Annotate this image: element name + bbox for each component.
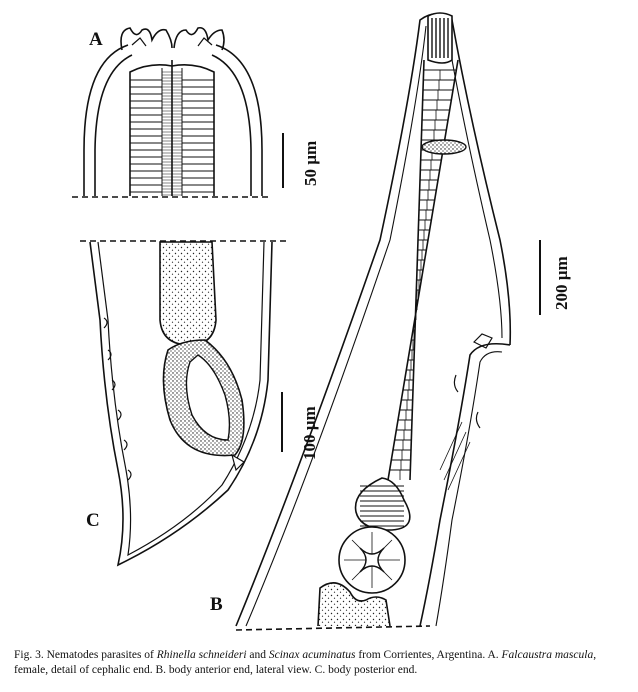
panel-b-cut-line bbox=[235, 625, 431, 631]
caption-text-4: , female, detail of cephalic end. B. bod… bbox=[14, 649, 597, 676]
panel-b-esophagus-head-stripes bbox=[431, 18, 449, 58]
caption-text-2: and bbox=[246, 649, 269, 661]
panel-b-nerve-ring bbox=[421, 139, 467, 155]
panel-c-drawing bbox=[80, 240, 288, 567]
panel-a-drawing bbox=[83, 26, 263, 196]
caption-text-3: from Corrientes, Argentina. A. bbox=[355, 649, 502, 661]
caption-species-3: Falcaustra mascula bbox=[501, 649, 594, 661]
panel-b-bulb-rings bbox=[360, 485, 404, 527]
panel-a-esophagus-rings bbox=[130, 71, 214, 196]
panel-label-b: B bbox=[210, 594, 223, 615]
panel-label-c: C bbox=[86, 510, 100, 531]
scale-label-a: 50 µm bbox=[301, 140, 320, 186]
caption-species-2: Scinax acuminatus bbox=[268, 649, 356, 661]
panel-label-a: A bbox=[89, 29, 103, 50]
panel-b-esophagus-rings bbox=[389, 69, 457, 480]
scale-label-c: 100 µm bbox=[300, 406, 319, 460]
panel-b-bulb bbox=[317, 477, 411, 627]
scale-label-b: 200 µm bbox=[552, 256, 571, 310]
caption-species-1: Rhinella schneideri bbox=[156, 649, 247, 661]
figure-caption: Fig. 3. Nematodes parasites of Rhinella … bbox=[14, 648, 624, 678]
caption-text-1: Fig. 3. Nematodes parasites of bbox=[14, 649, 157, 661]
